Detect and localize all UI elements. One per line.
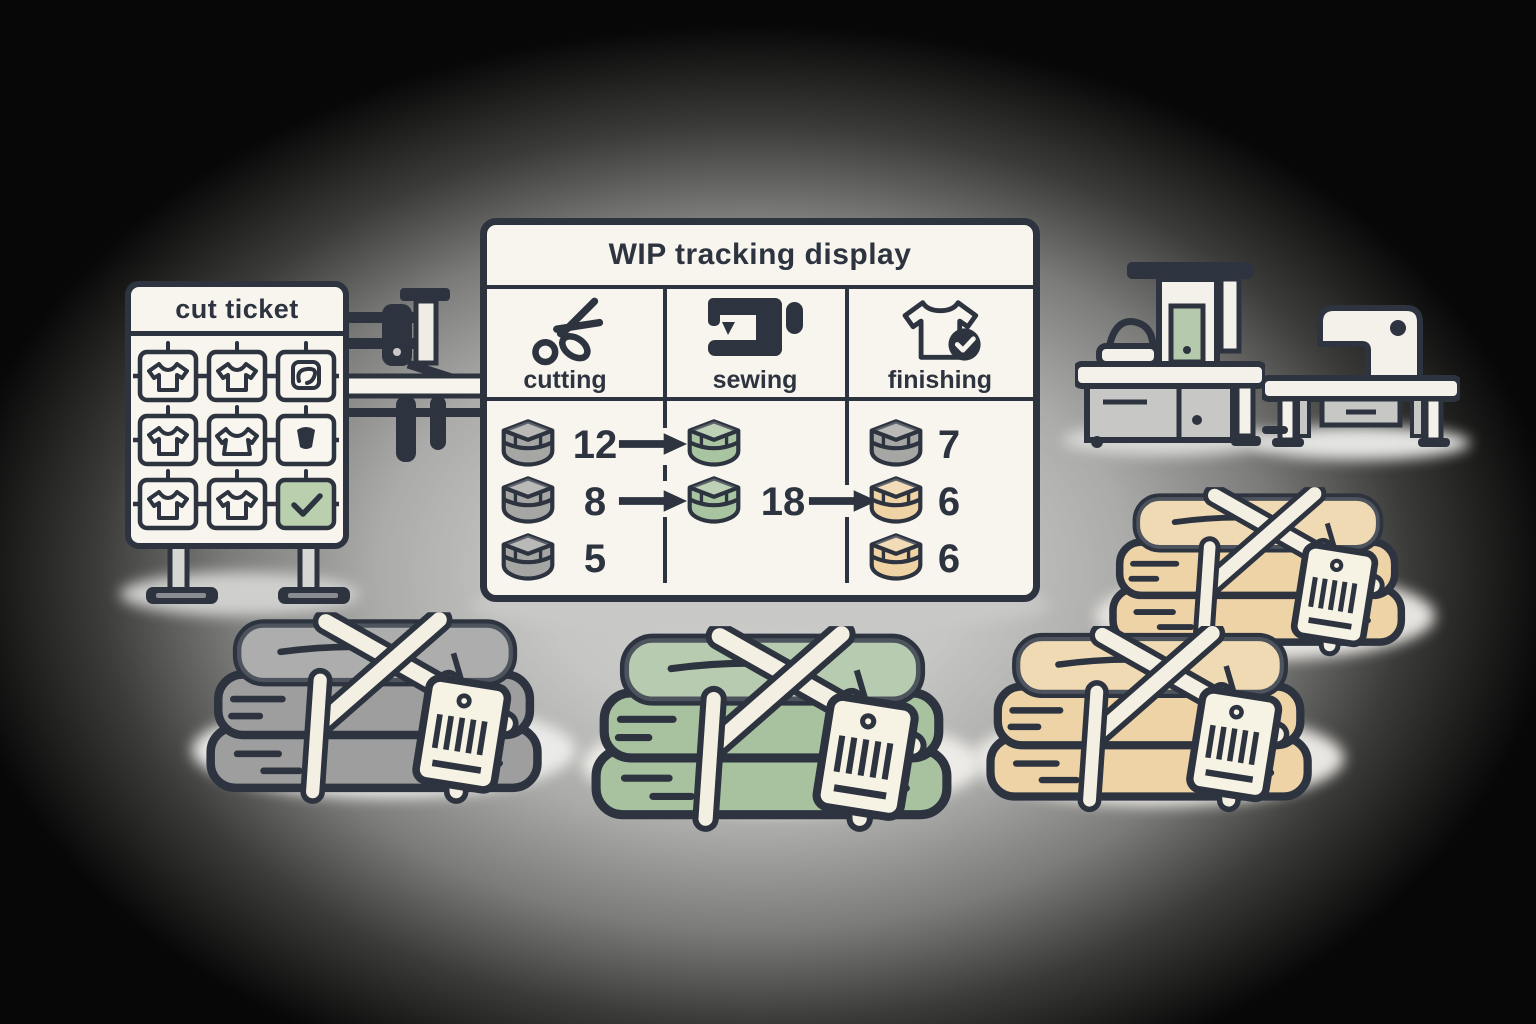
finishing-label: finishing [887, 366, 993, 394]
shirt-ticket-icon [137, 413, 199, 467]
arrow-cutting-to-sewing-row2 [617, 488, 689, 514]
cut-ticket-board: cut ticket [125, 281, 349, 549]
scissors-icon [524, 293, 606, 367]
finishing-count-2: 6 [937, 480, 961, 524]
cut-ticket-stand [146, 545, 350, 604]
divider-cutting-sewing [663, 289, 667, 428]
cutting-count-1: 12 [572, 423, 618, 467]
cut-stack-icon [497, 530, 559, 586]
wip-display-title: WIP tracking display [487, 225, 1033, 289]
divider-sewing-finishing [845, 289, 849, 485]
cut-ticket-title: cut ticket [131, 287, 343, 336]
check-ticket-icon [275, 477, 337, 531]
finishing-count-1: 7 [937, 423, 961, 467]
fabric-cutting-machine [338, 288, 488, 462]
cut-stack-icon [497, 416, 559, 472]
shirt-ticket-icon [206, 477, 268, 531]
tshirt-check-icon [890, 293, 990, 367]
edit-ticket-icon [275, 349, 337, 403]
cut-stack-icon [497, 473, 559, 529]
column-header-finishing: finishing [880, 293, 1000, 393]
finishing-count-3: 6 [937, 537, 961, 581]
header-row-separator [487, 397, 1033, 401]
wip-tracking-display: WIP tracking display cutting [480, 218, 1040, 602]
divider-sewing-finishing [845, 517, 849, 583]
green-fabric-bundle [590, 626, 955, 834]
divider-cutting-sewing-dash [663, 465, 667, 481]
heat-press-machine [1075, 262, 1265, 448]
cut-ticket-grid [133, 341, 339, 531]
bucket-ticket-icon [275, 413, 337, 467]
shirt-ticket-icon [137, 477, 199, 531]
tan-fabric-bundle-lower [985, 626, 1315, 814]
sewn-stack-icon [683, 473, 745, 529]
sewing-label: sewing [712, 366, 798, 394]
sewing-machine-table [1262, 305, 1460, 447]
column-header-cutting: cutting [505, 293, 625, 393]
sewing-count-2: 18 [760, 480, 806, 524]
wip-display-body: cutting sewing [487, 289, 1033, 595]
divider-cutting-sewing [663, 517, 667, 583]
shirt-ticket-icon [137, 349, 199, 403]
cutting-label: cutting [523, 366, 607, 394]
shirt-ticket-icon [206, 349, 268, 403]
sewing-machine-icon [702, 293, 808, 367]
gray-fabric-bundle [205, 612, 545, 806]
shirt-wide-ticket-icon [206, 413, 268, 467]
cutting-count-2: 8 [583, 480, 607, 524]
cutting-count-3: 5 [583, 537, 607, 581]
arrow-cutting-to-sewing-row1 [617, 431, 689, 457]
column-header-sewing: sewing [695, 293, 815, 393]
sewn-stack-icon [683, 416, 745, 472]
